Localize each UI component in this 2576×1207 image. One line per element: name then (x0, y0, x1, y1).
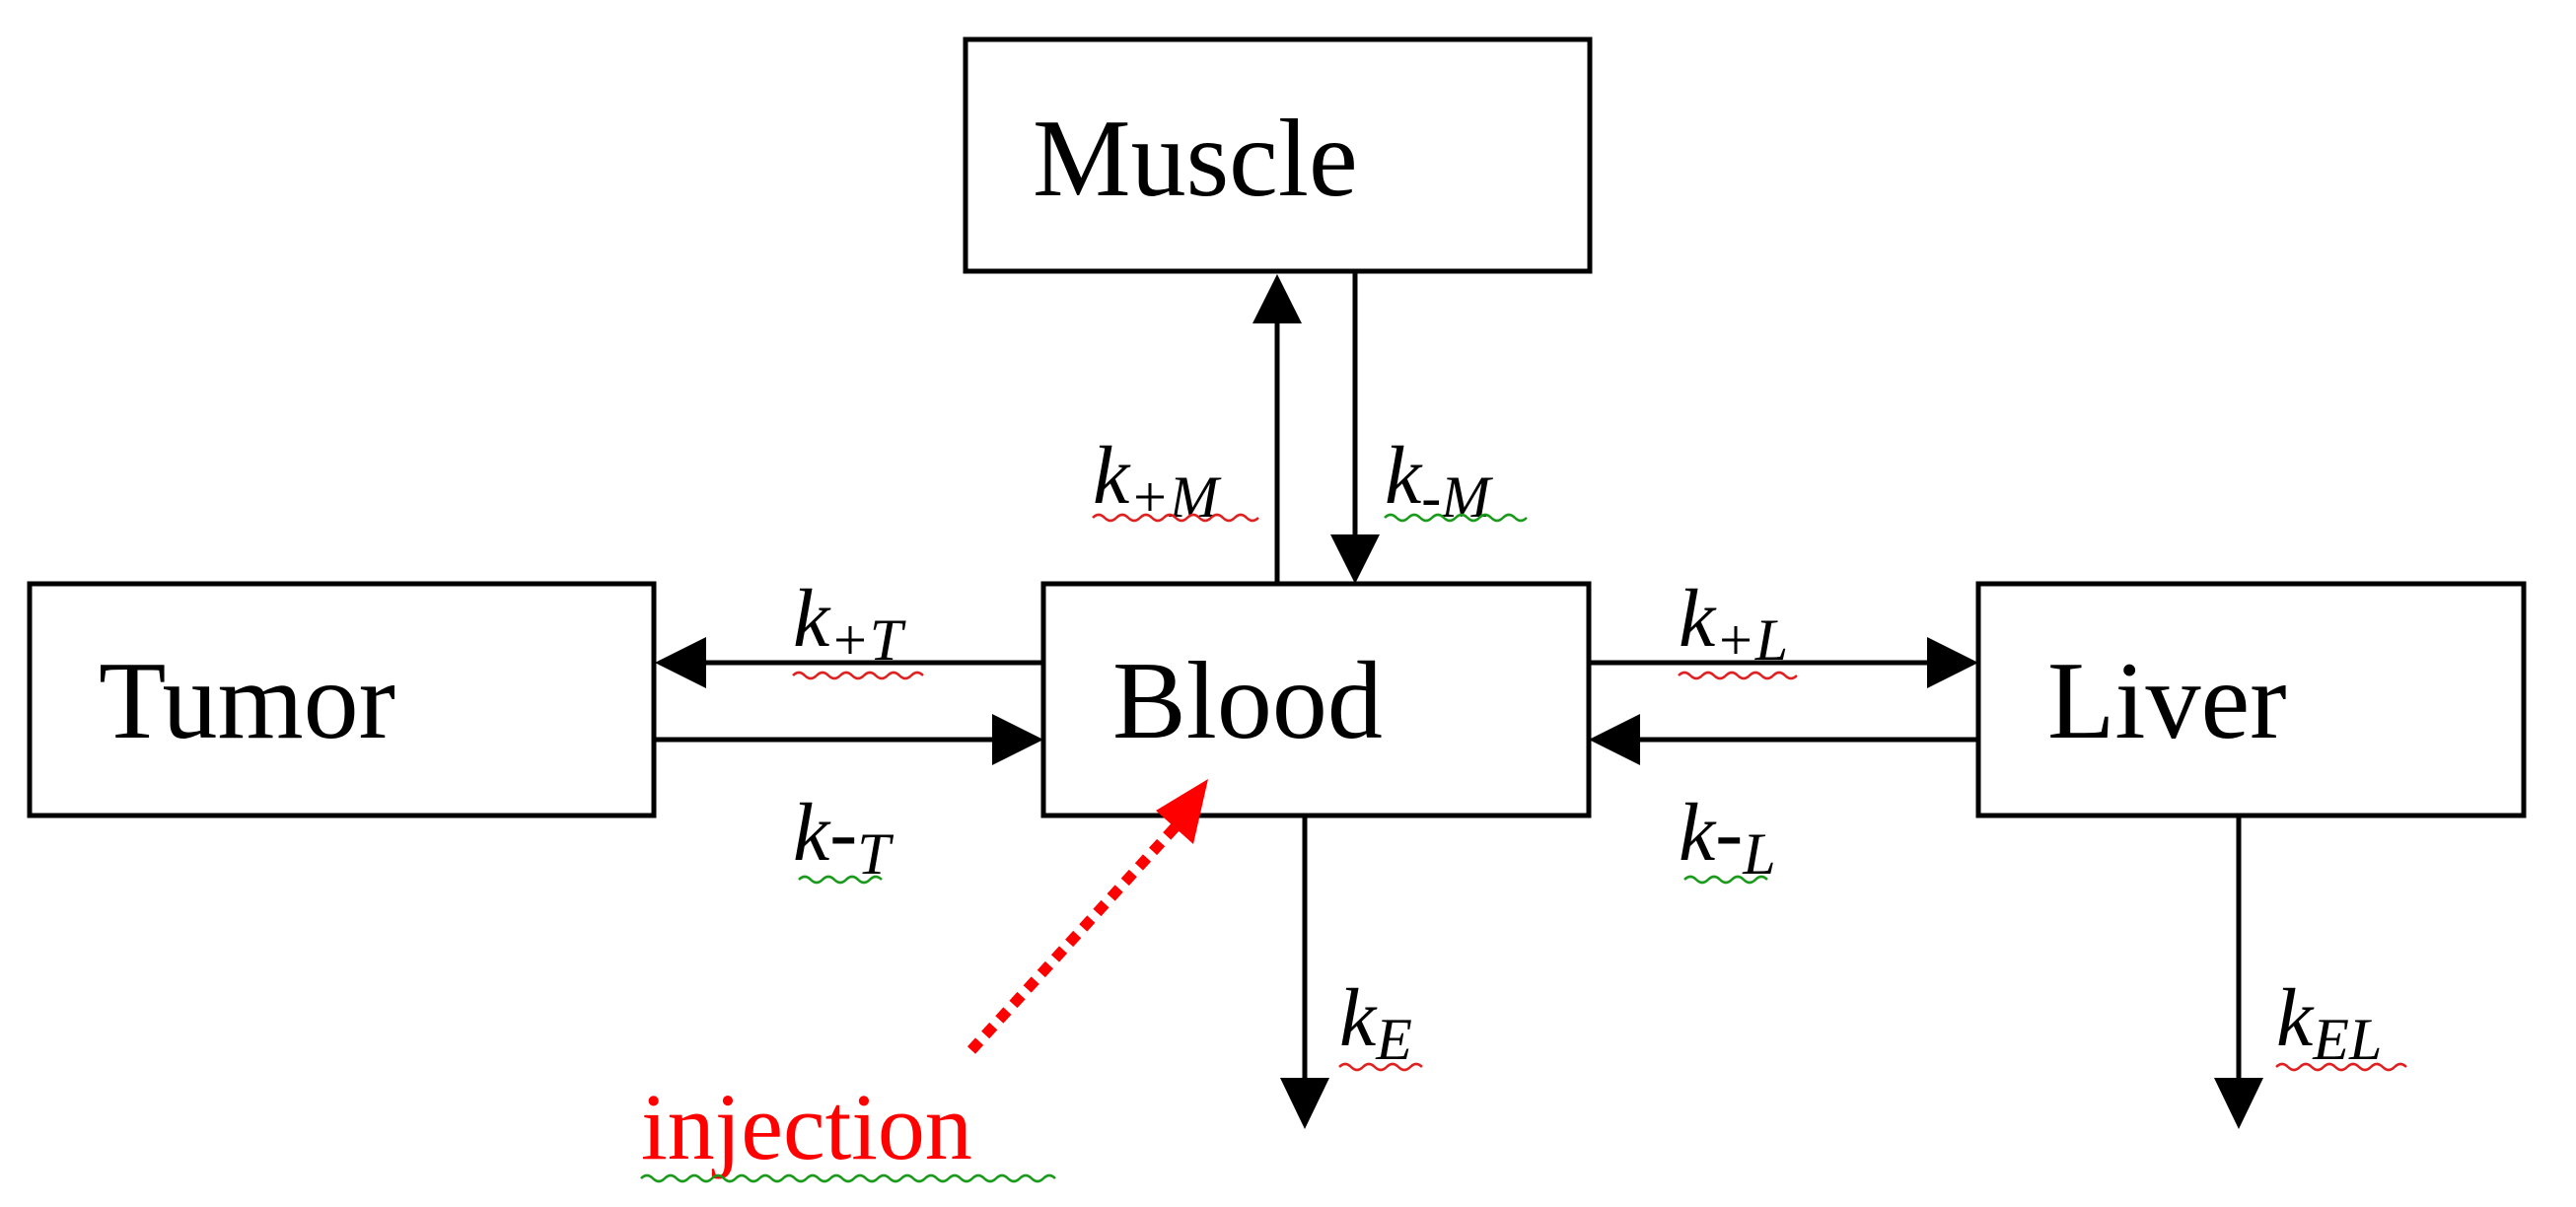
blood-box (1040, 581, 1592, 818)
rate-k-E: kE (1338, 972, 1423, 1072)
rate-k-plus-M: k+M (1092, 430, 1259, 530)
liver-compartment: Liver (1975, 581, 2527, 818)
tumor-box (27, 581, 657, 818)
svg-text:k+M: k+M (1093, 430, 1222, 530)
svg-text:k+L: k+L (1679, 573, 1788, 673)
svg-text:k+T: k+T (793, 573, 906, 673)
arrow-blood-to-tumor (655, 637, 1043, 688)
tumor-label: Tumor (99, 640, 395, 762)
blood-compartment: Blood (1040, 581, 1592, 818)
arrow-blood-to-muscle (1252, 274, 1302, 584)
muscle-label: Muscle (1033, 98, 1358, 220)
svg-text:k-M: k-M (1385, 430, 1493, 530)
muscle-compartment: Muscle (963, 36, 1593, 274)
rate-k-plus-L: k+L (1678, 573, 1798, 680)
tumor-compartment: Tumor (27, 581, 657, 818)
rate-k-minus-L: k-L (1679, 787, 1776, 887)
rate-k-minus-T: k-T (793, 787, 894, 887)
svg-text:kE: kE (1339, 972, 1412, 1072)
muscle-box (963, 36, 1593, 274)
rate-k-plus-T: k+T (792, 573, 924, 680)
rate-k-minus-M: k-M (1384, 430, 1528, 530)
svg-text:k-L: k-L (1679, 787, 1776, 887)
svg-text:kEL: kEL (2276, 972, 2382, 1072)
injection-annotation: injection (640, 1074, 1056, 1183)
arrow-tumor-to-blood (654, 714, 1043, 765)
arrow-liver-elimination (2214, 816, 2263, 1129)
rate-k-EL: kEL (2275, 972, 2407, 1072)
arrow-blood-elimination (1280, 816, 1329, 1129)
arrow-blood-to-liver (1589, 637, 1978, 688)
svg-text:k-T: k-T (793, 787, 894, 887)
injection-label: injection (641, 1074, 972, 1179)
arrow-muscle-to-blood (1330, 271, 1380, 584)
blood-label: Blood (1112, 640, 1383, 762)
liver-box (1975, 581, 2527, 818)
arrow-liver-to-blood (1589, 714, 1978, 765)
liver-label: Liver (2047, 640, 2287, 762)
injection-arrow (966, 779, 1208, 1054)
